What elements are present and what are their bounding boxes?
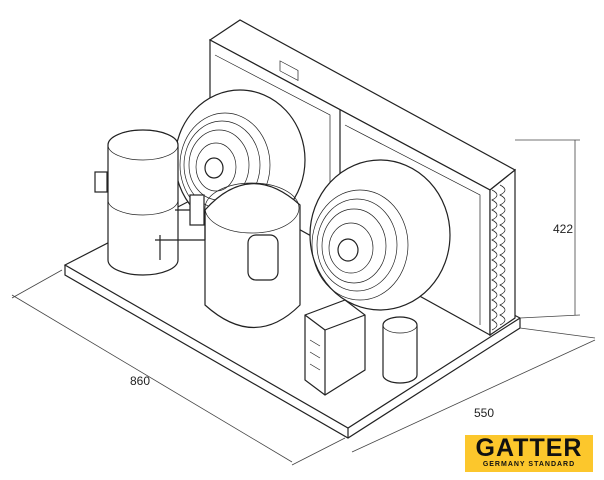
dimension-lines [11, 139, 596, 466]
logo-brand: GATTER [475, 434, 583, 462]
condenser-coil [491, 184, 506, 331]
height-dimension: 422 [553, 222, 574, 236]
capacitor [382, 316, 418, 384]
depth-dimension: 550 [474, 406, 495, 420]
liquid-receiver [94, 129, 179, 276]
compressor [155, 182, 301, 328]
length-dimension: 860 [130, 374, 151, 388]
gatter-logo: GATTER GERMANY STANDARD [465, 435, 593, 472]
electrical-box [304, 299, 366, 396]
logo-tagline: GERMANY STANDARD [482, 461, 576, 468]
fan-right [309, 159, 451, 311]
